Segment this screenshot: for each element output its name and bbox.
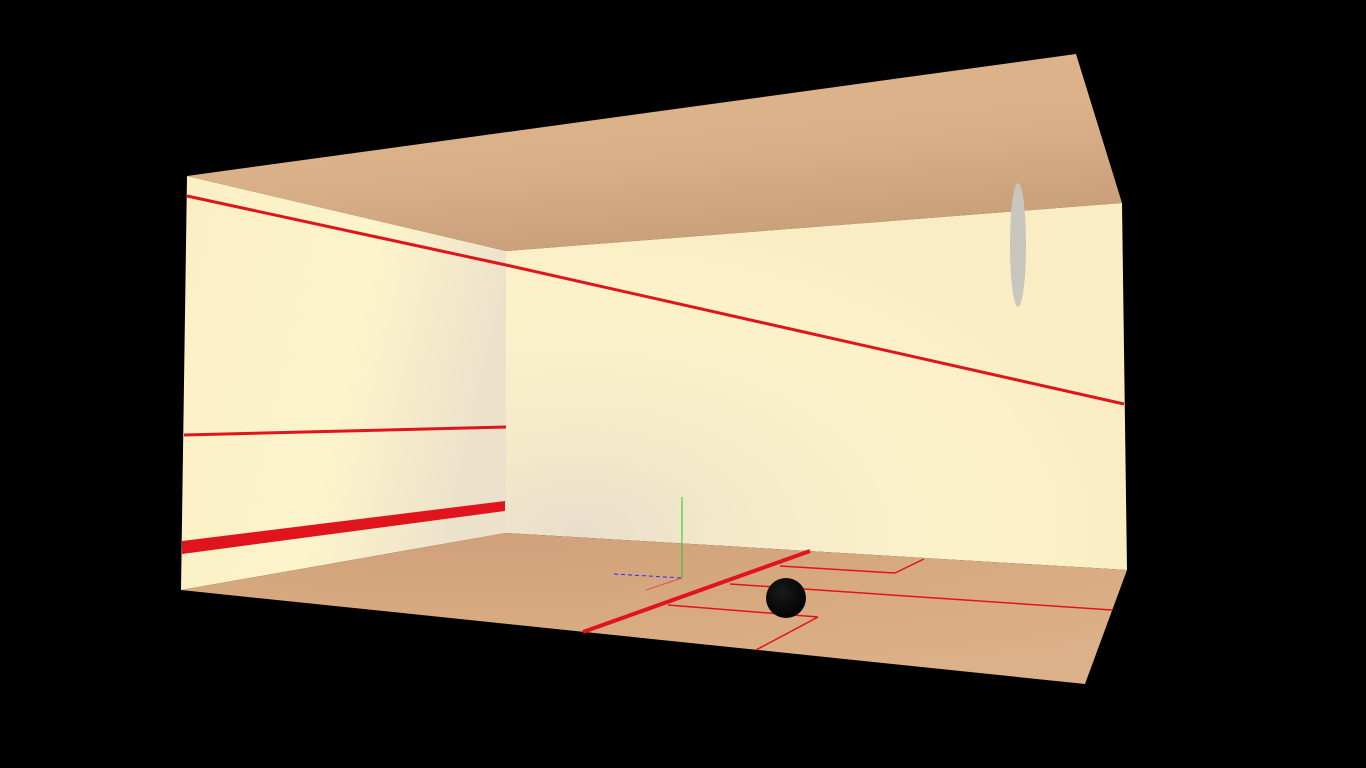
tin-board [182,501,505,554]
ceiling [187,54,1122,251]
service-box-right-side [894,558,925,574]
axis-x [613,573,683,579]
squash-ball[interactable] [766,578,806,618]
court-lines [182,194,1125,651]
service-box-left-side [755,616,819,651]
left-wall [181,176,506,590]
axis-z [645,577,683,591]
axis-gizmo [613,497,683,591]
front-wall [506,203,1127,570]
out-line-side [186,194,507,267]
service-box-right-top [779,565,896,574]
out-line-front [505,263,1125,406]
light-marker [1010,183,1026,307]
short-line [582,549,811,634]
service-line-left-wall [183,425,507,437]
